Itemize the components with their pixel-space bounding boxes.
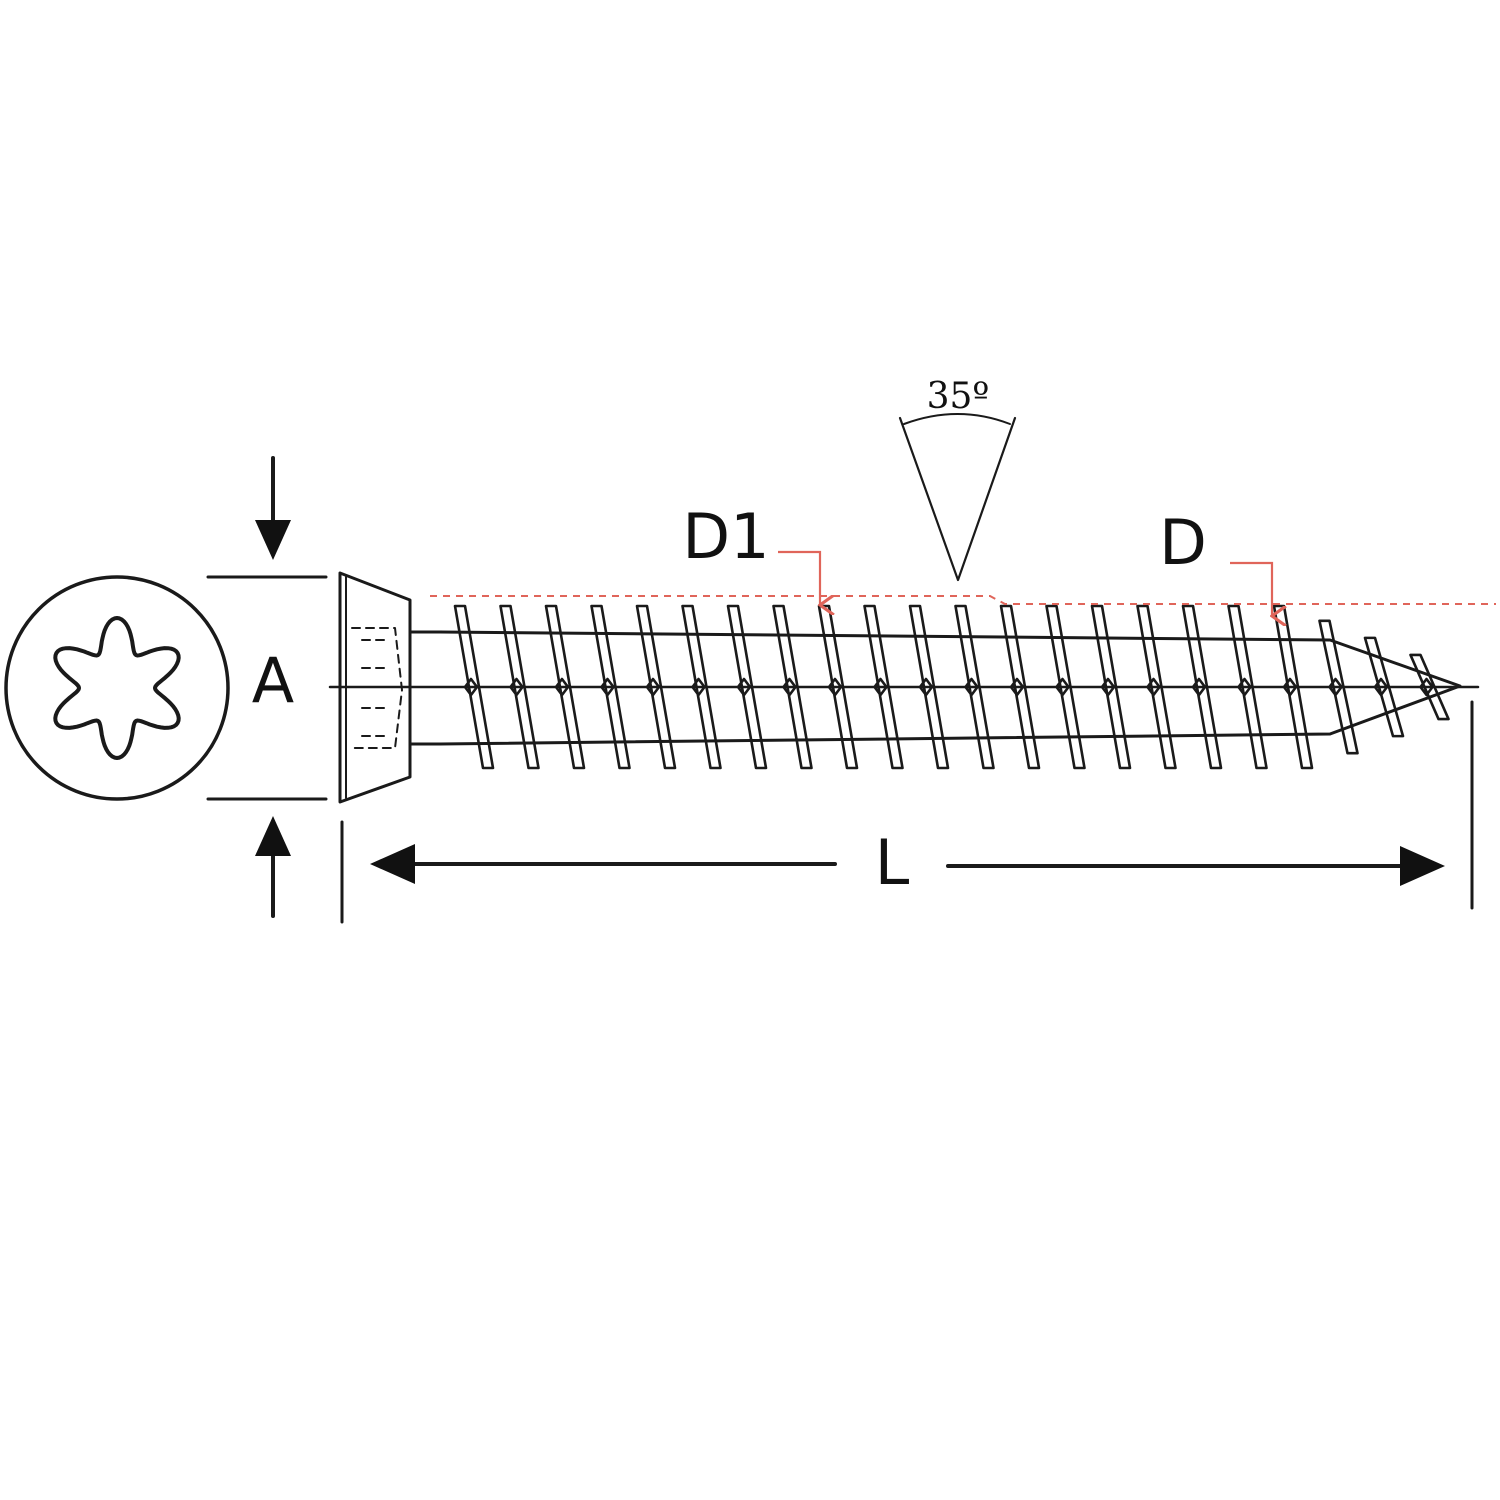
- torx-star-icon: [53, 616, 181, 760]
- thread-crest-reference-line: [430, 595, 1496, 605]
- thread-flight: [1227, 604, 1268, 770]
- thread-flight: [954, 604, 995, 770]
- thread-flight: [1136, 604, 1177, 770]
- screw-threads: [453, 604, 1450, 770]
- label-angle: 35º: [927, 376, 990, 417]
- label-d1: D1: [682, 500, 769, 573]
- drive-view: [4, 575, 230, 801]
- arrow-up-head: [255, 816, 291, 856]
- angle-arc: [903, 413, 1011, 425]
- thread-flight: [1045, 604, 1086, 770]
- arrow-right-head: [1400, 846, 1445, 886]
- label-a: A: [252, 644, 294, 717]
- leader-d1: [778, 550, 820, 605]
- thread-flight: [1181, 604, 1223, 770]
- thread-flight: [453, 604, 495, 770]
- screw-side-view: [328, 571, 1480, 804]
- thread-flight: [1090, 604, 1132, 770]
- thread-flight: [772, 604, 813, 770]
- thread-angle: 35º: [898, 376, 1017, 582]
- thread-flight: [1363, 636, 1405, 738]
- thread-flight: [544, 604, 586, 770]
- head-top-circle: [4, 575, 230, 801]
- thread-flight: [863, 604, 904, 770]
- thread-flight: [635, 604, 677, 770]
- screw-head: [338, 571, 412, 804]
- thread-flight: [1318, 619, 1359, 755]
- arrow-left-head: [370, 844, 415, 884]
- drive-recess-hidden-lines: [351, 627, 403, 749]
- thread-flight: [499, 604, 540, 770]
- thread-flight: [681, 604, 722, 770]
- thread-flight: [726, 604, 768, 770]
- angle-lines: [898, 416, 1017, 582]
- dimension-l: L: [340, 700, 1474, 924]
- screw-neck: [408, 630, 442, 746]
- diameter-reference: D1 D: [430, 500, 1496, 616]
- thread-flight: [999, 604, 1041, 770]
- thread-flight: [590, 604, 631, 770]
- thread-flight: [1409, 653, 1450, 721]
- dimension-a: A: [206, 456, 328, 918]
- leader-d: [1230, 561, 1272, 616]
- thread-flight: [1272, 604, 1314, 770]
- label-d: D: [1159, 506, 1207, 579]
- thread-flight: [908, 604, 950, 770]
- arrow-down-head: [255, 520, 291, 560]
- label-l: L: [875, 826, 910, 899]
